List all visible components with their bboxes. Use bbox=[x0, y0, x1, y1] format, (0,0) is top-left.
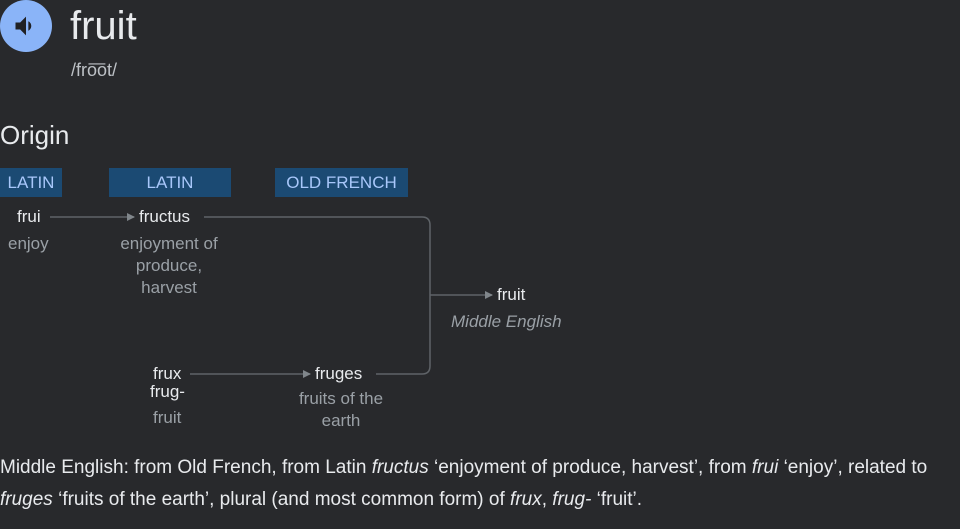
description-text: , bbox=[541, 489, 553, 510]
speaker-icon bbox=[15, 16, 32, 36]
origin-heading: Origin bbox=[0, 120, 70, 150]
etymon-frui-term: frui bbox=[17, 207, 41, 226]
description-term: frug- bbox=[552, 489, 592, 510]
result-fruit-language: Middle English bbox=[451, 312, 562, 331]
phonetic-spelling: /fro͞ot/ bbox=[71, 60, 118, 80]
etymon-fruges-gloss-line: earth bbox=[321, 411, 361, 430]
description-text: ‘fruits of the earth’, plural (and most … bbox=[52, 489, 511, 510]
etymon-fructus-gloss-line: produce, bbox=[135, 256, 203, 275]
description-term: fructus bbox=[371, 457, 429, 478]
description-text: Middle English: from Old French, from La… bbox=[0, 457, 372, 478]
description-text: ‘enjoy’, related to bbox=[778, 457, 928, 478]
etymon-frux-gloss: fruit bbox=[153, 408, 182, 427]
etymon-fructus-term: fructus bbox=[139, 207, 191, 226]
language-badge-old-french: OLD FRENCH bbox=[275, 168, 408, 197]
description-term: frui bbox=[751, 457, 779, 478]
etymon-frug-term: frug- bbox=[150, 382, 185, 401]
result-fruit-term: fruit bbox=[497, 285, 526, 304]
connector-fructus-fruit bbox=[204, 216, 431, 375]
headword: fruit bbox=[70, 4, 137, 48]
language-badge-latin: LATIN bbox=[109, 168, 231, 197]
origin-description: Middle English: from Old French, from La… bbox=[0, 452, 950, 516]
description-term: frux bbox=[510, 489, 542, 510]
etymon-fruges-term: fruges bbox=[315, 364, 363, 383]
pronunciation-button[interactable] bbox=[0, 0, 52, 52]
etymon-fruges-gloss-line: fruits of the bbox=[298, 389, 384, 408]
description-text: ‘enjoyment of produce, harvest’, from bbox=[428, 457, 752, 478]
description-text: ‘fruit’. bbox=[591, 489, 643, 510]
etymon-fructus-gloss-line: enjoyment of bbox=[120, 234, 218, 253]
etymon-fructus-gloss-line: harvest bbox=[141, 278, 197, 297]
description-term: fruges bbox=[0, 489, 53, 510]
etymon-frux-term: frux bbox=[153, 364, 182, 383]
language-badge-latin: LATIN bbox=[0, 168, 62, 197]
etymon-frui-gloss: enjoy bbox=[8, 234, 49, 253]
